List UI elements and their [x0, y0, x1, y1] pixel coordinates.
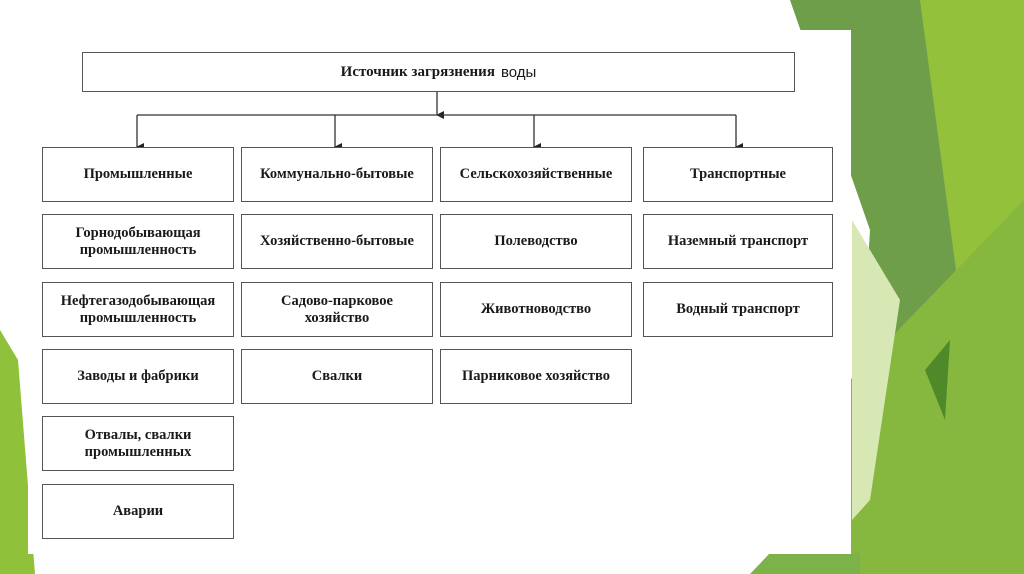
node-mining: Горнодобывающая промышленность [42, 214, 234, 269]
header-industrial: Промышленные [42, 147, 234, 202]
header-municipal: Коммунально-бытовые [241, 147, 433, 202]
green-shape-left [0, 330, 35, 574]
node-greenhouse: Парниковое хозяйство [440, 349, 632, 404]
node-factories: Заводы и фабрики [42, 349, 234, 404]
header-transport: Транспортные [643, 147, 833, 202]
green-shape-deep [925, 340, 950, 420]
node-oil-gas: Нефтегазодобывающая промышленность [42, 282, 234, 337]
node-household: Хозяйственно-бытовые [241, 214, 433, 269]
node-water-transport: Водный транспорт [643, 282, 833, 337]
node-landfills: Свалки [241, 349, 433, 404]
node-industrial-dumps: Отвалы, свалки промышленных [42, 416, 234, 471]
green-shape-pale [852, 220, 900, 520]
node-crop-farming: Полеводство [440, 214, 632, 269]
node-land-transport: Наземный транспорт [643, 214, 833, 269]
green-shape-bottom [750, 553, 860, 574]
header-agricultural: Сельскохозяйственные [440, 147, 632, 202]
node-accidents: Аварии [42, 484, 234, 539]
node-livestock: Животноводство [440, 282, 632, 337]
root-label-part2: воды [500, 63, 537, 81]
node-garden-park: Садово-парковое хозяйство [241, 282, 433, 337]
root-label-part1: Источник загрязнения [340, 63, 495, 80]
root-node: Источник загрязнения воды [82, 52, 795, 92]
